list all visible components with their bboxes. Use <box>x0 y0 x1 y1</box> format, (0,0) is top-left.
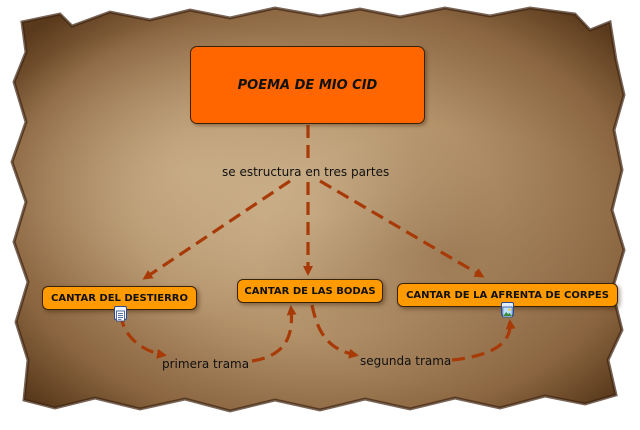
image-icon-glyph <box>502 306 513 318</box>
segunda-trama-label: segunda trama <box>360 354 452 368</box>
main-concept-label: POEMA DE MIO CID <box>237 77 378 93</box>
node-label: CANTAR DE LAS BODAS <box>244 285 376 297</box>
document-icon-glyph <box>116 310 125 322</box>
image-icon[interactable] <box>501 302 514 318</box>
arrow-primera-trama-to-bodas <box>251 305 297 363</box>
structure-link-label: se estructura en tres partes <box>222 165 390 179</box>
arrow-to-destierro <box>142 179 291 280</box>
node-cantar-de-las-bodas[interactable]: CANTAR DE LAS BODAS <box>237 279 383 303</box>
arrow-segunda-trama-to-afrenta <box>451 319 516 362</box>
arrow-bodas-to-segunda-trama <box>310 304 359 359</box>
primera-trama-label: primera trama <box>162 357 250 371</box>
arrow-to-afrenta <box>319 179 485 278</box>
node-cantar-del-destierro[interactable]: CANTAR DEL DESTIERRO <box>42 286 197 310</box>
node-label: CANTAR DEL DESTIERRO <box>50 292 188 304</box>
document-icon[interactable] <box>114 306 127 322</box>
arrow-destierro-to-primera-trama <box>119 313 167 359</box>
node-label: CANTAR DE LA AFRENTA DE CORPES <box>406 289 609 301</box>
main-concept-node[interactable]: POEMA DE MIO CID <box>190 46 425 124</box>
